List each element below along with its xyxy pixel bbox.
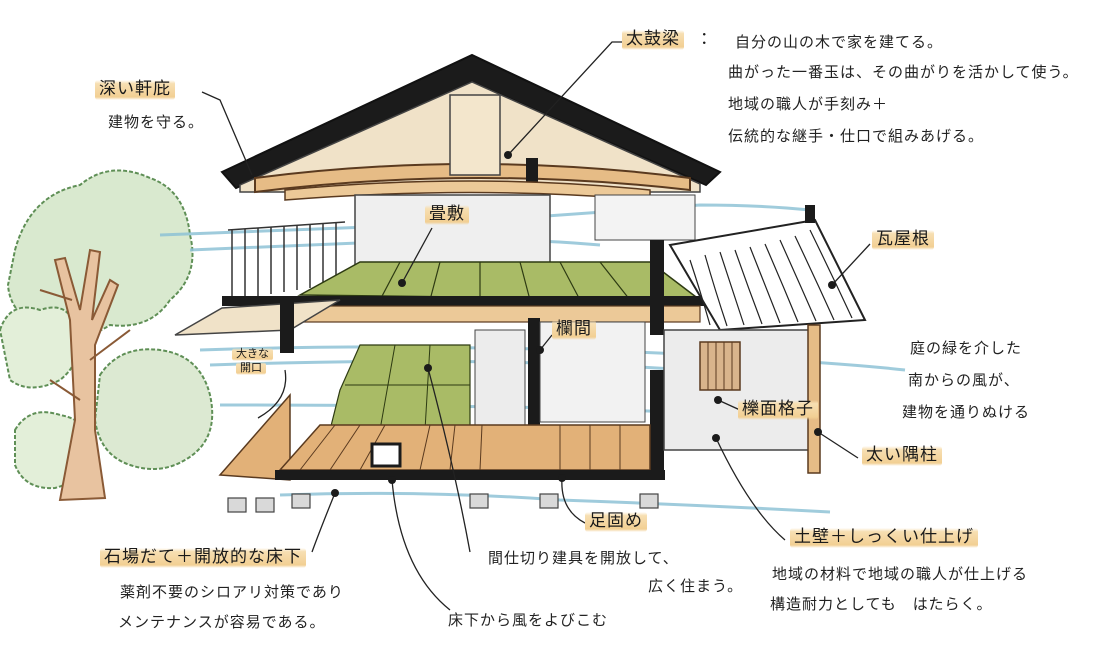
label-futoi-sumibashira: 太い隅柱 xyxy=(862,445,942,466)
label-fukai-nokiide: 深い軒庇 xyxy=(95,79,175,100)
taikobari-desc-line-3: 地域の職人が手刻み＋ xyxy=(728,95,889,113)
tree-trunk xyxy=(53,248,120,502)
taikobari-desc-line-1: 自分の山の木で家を建てる。 xyxy=(735,33,944,51)
tree-illustration xyxy=(0,169,214,502)
majikiri-desc-line-1: 間仕切り建具を開放して、 xyxy=(488,549,679,567)
leader-lines xyxy=(201,41,871,611)
upper-tatami-floor xyxy=(174,261,712,336)
label-taikobari-colon: ： xyxy=(700,29,718,49)
ishiba-desc-line-1: 薬剤不要のシロアリ対策であり xyxy=(120,583,344,601)
label-men-koushi: 櫟面格子 xyxy=(738,399,818,420)
deep-eaves xyxy=(220,53,722,190)
lower-tatami-floor xyxy=(218,344,665,513)
roof-structure xyxy=(220,53,722,201)
majikiri-desc-line-2: 広く住まう。 xyxy=(648,577,744,595)
label-ookina: 大きな xyxy=(232,347,273,361)
leader-dots xyxy=(331,151,836,497)
label-tatami: 畳敷 xyxy=(425,204,469,225)
tsuchikabe-desc-line-1: 地域の材料で地域の職人が仕上げる xyxy=(772,565,1029,583)
label-ishiba: 石場だて＋開放的な床下 xyxy=(100,547,306,568)
label-tsuchikabe: 土壁＋しっくい仕上げ xyxy=(790,527,978,548)
label-yukashita-kaze: 床下から風をよびこむ xyxy=(448,611,609,629)
label-taikobari: 太鼓梁 xyxy=(622,29,684,50)
tsuchikabe-desc-line-2: 構造耐力としても はたらく。 xyxy=(770,595,993,613)
label-ashigatame: 足固め xyxy=(585,511,647,532)
label-kaikou: 開口 xyxy=(236,361,266,375)
drum-beam xyxy=(254,163,691,194)
niwa-desc-line-1: 庭の緑を介した xyxy=(910,339,1023,357)
taikobari-desc-line-4: 伝統的な継手・仕口で組みあげる。 xyxy=(728,127,985,145)
niwa-desc-line-3: 建物を通りぬける xyxy=(902,403,1031,421)
niwa-desc-line-2: 南からの風が、 xyxy=(908,371,1020,389)
ishiba-desc-line-2: メンテナンスが容易である。 xyxy=(118,613,326,631)
lower-structure xyxy=(280,240,821,480)
label-kawarayane: 瓦屋根 xyxy=(872,229,934,250)
label-ranma: 欄間 xyxy=(552,319,596,340)
tile-roof xyxy=(668,205,867,332)
corner-pillar xyxy=(807,324,821,474)
taikobari-desc-line-2: 曲がった一番玉は、その曲がりを活かして使う。 xyxy=(728,63,1079,81)
fukai-nokiide-desc: 建物を守る。 xyxy=(108,113,205,131)
lattice-window xyxy=(699,341,741,391)
wood-deck xyxy=(218,393,291,481)
